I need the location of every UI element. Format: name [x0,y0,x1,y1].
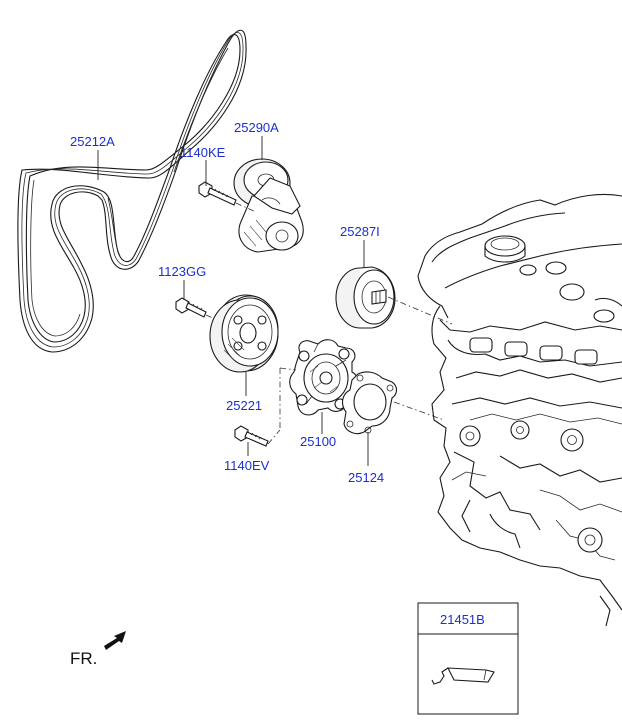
sealant-tube-icon [431,667,495,685]
label-belt[interactable]: 25212A [70,134,115,149]
engine-block [417,193,622,627]
idler-pulley[interactable] [335,266,396,329]
tensioner-bolt[interactable] [198,181,237,206]
label-pump-bolt[interactable]: 1140EV [224,458,270,473]
sealant-box [417,602,519,715]
serpentine-belt[interactable] [17,29,247,353]
label-water-pump[interactable]: 25100 [300,434,336,449]
label-tensioner-bolt[interactable]: 1140KE [180,145,226,160]
idler-bolt[interactable] [175,297,207,318]
water-pump[interactable] [289,339,359,416]
sealant-part-number[interactable]: 21451B [440,612,485,627]
direction-label: FR. [70,649,97,668]
label-idler[interactable]: 25287I [340,224,380,239]
belt-tensioner[interactable] [233,158,304,253]
water-pump-gasket[interactable] [341,371,398,435]
pump-bolt[interactable] [234,425,269,447]
label-gasket[interactable]: 25124 [348,470,384,485]
label-tensioner[interactable]: 25290A [234,120,279,135]
front-arrow-icon [104,631,126,650]
water-pump-pulley[interactable] [209,294,279,373]
label-pulley[interactable]: 25221 [226,398,262,413]
label-idler-bolt[interactable]: 1123GG [158,264,206,279]
